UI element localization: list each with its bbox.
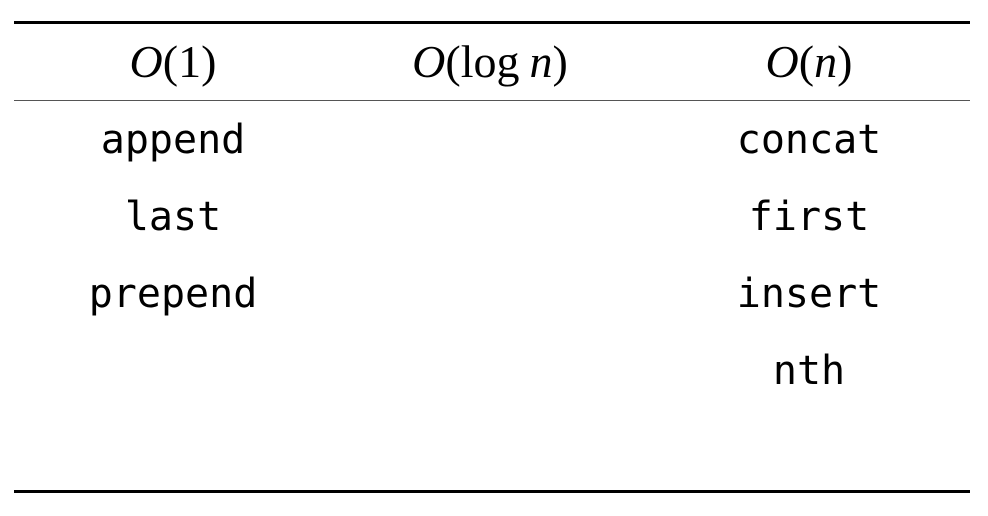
header-o-1-open: ( (162, 35, 179, 87)
header-o-log-n-fn: log (460, 35, 520, 87)
header-rule (14, 100, 970, 101)
header-o-1-arg: 1 (178, 35, 202, 87)
table-cell: nth (772, 347, 846, 394)
table-cell: append (100, 116, 246, 163)
column-o-n: concat first insert nth (659, 101, 959, 409)
header-o-1-close: ) (201, 35, 217, 87)
header-o-1: O(1) (23, 25, 323, 97)
table-cell: insert (736, 270, 882, 317)
header-o-n-arg: n (814, 35, 838, 87)
table-cell: prepend (88, 270, 258, 317)
table-cell: concat (736, 116, 882, 163)
bottom-rule (14, 490, 970, 493)
header-o-n-open: ( (798, 35, 815, 87)
header-o-log-n-close: ) (552, 35, 568, 87)
header-o-log-n-func: O (412, 35, 446, 87)
column-o-1: append last prepend (23, 101, 323, 332)
table-cell: first (748, 193, 870, 240)
header-o-n: O(n) (659, 25, 959, 97)
header-o-n-close: ) (837, 35, 853, 87)
header-o-1-func: O (129, 35, 163, 87)
header-o-log-n-arg: n (529, 35, 553, 87)
header-o-log-n-open: ( (445, 35, 461, 87)
table-cell: last (124, 193, 222, 240)
top-rule (14, 21, 970, 24)
header-o-n-func: O (765, 35, 799, 87)
